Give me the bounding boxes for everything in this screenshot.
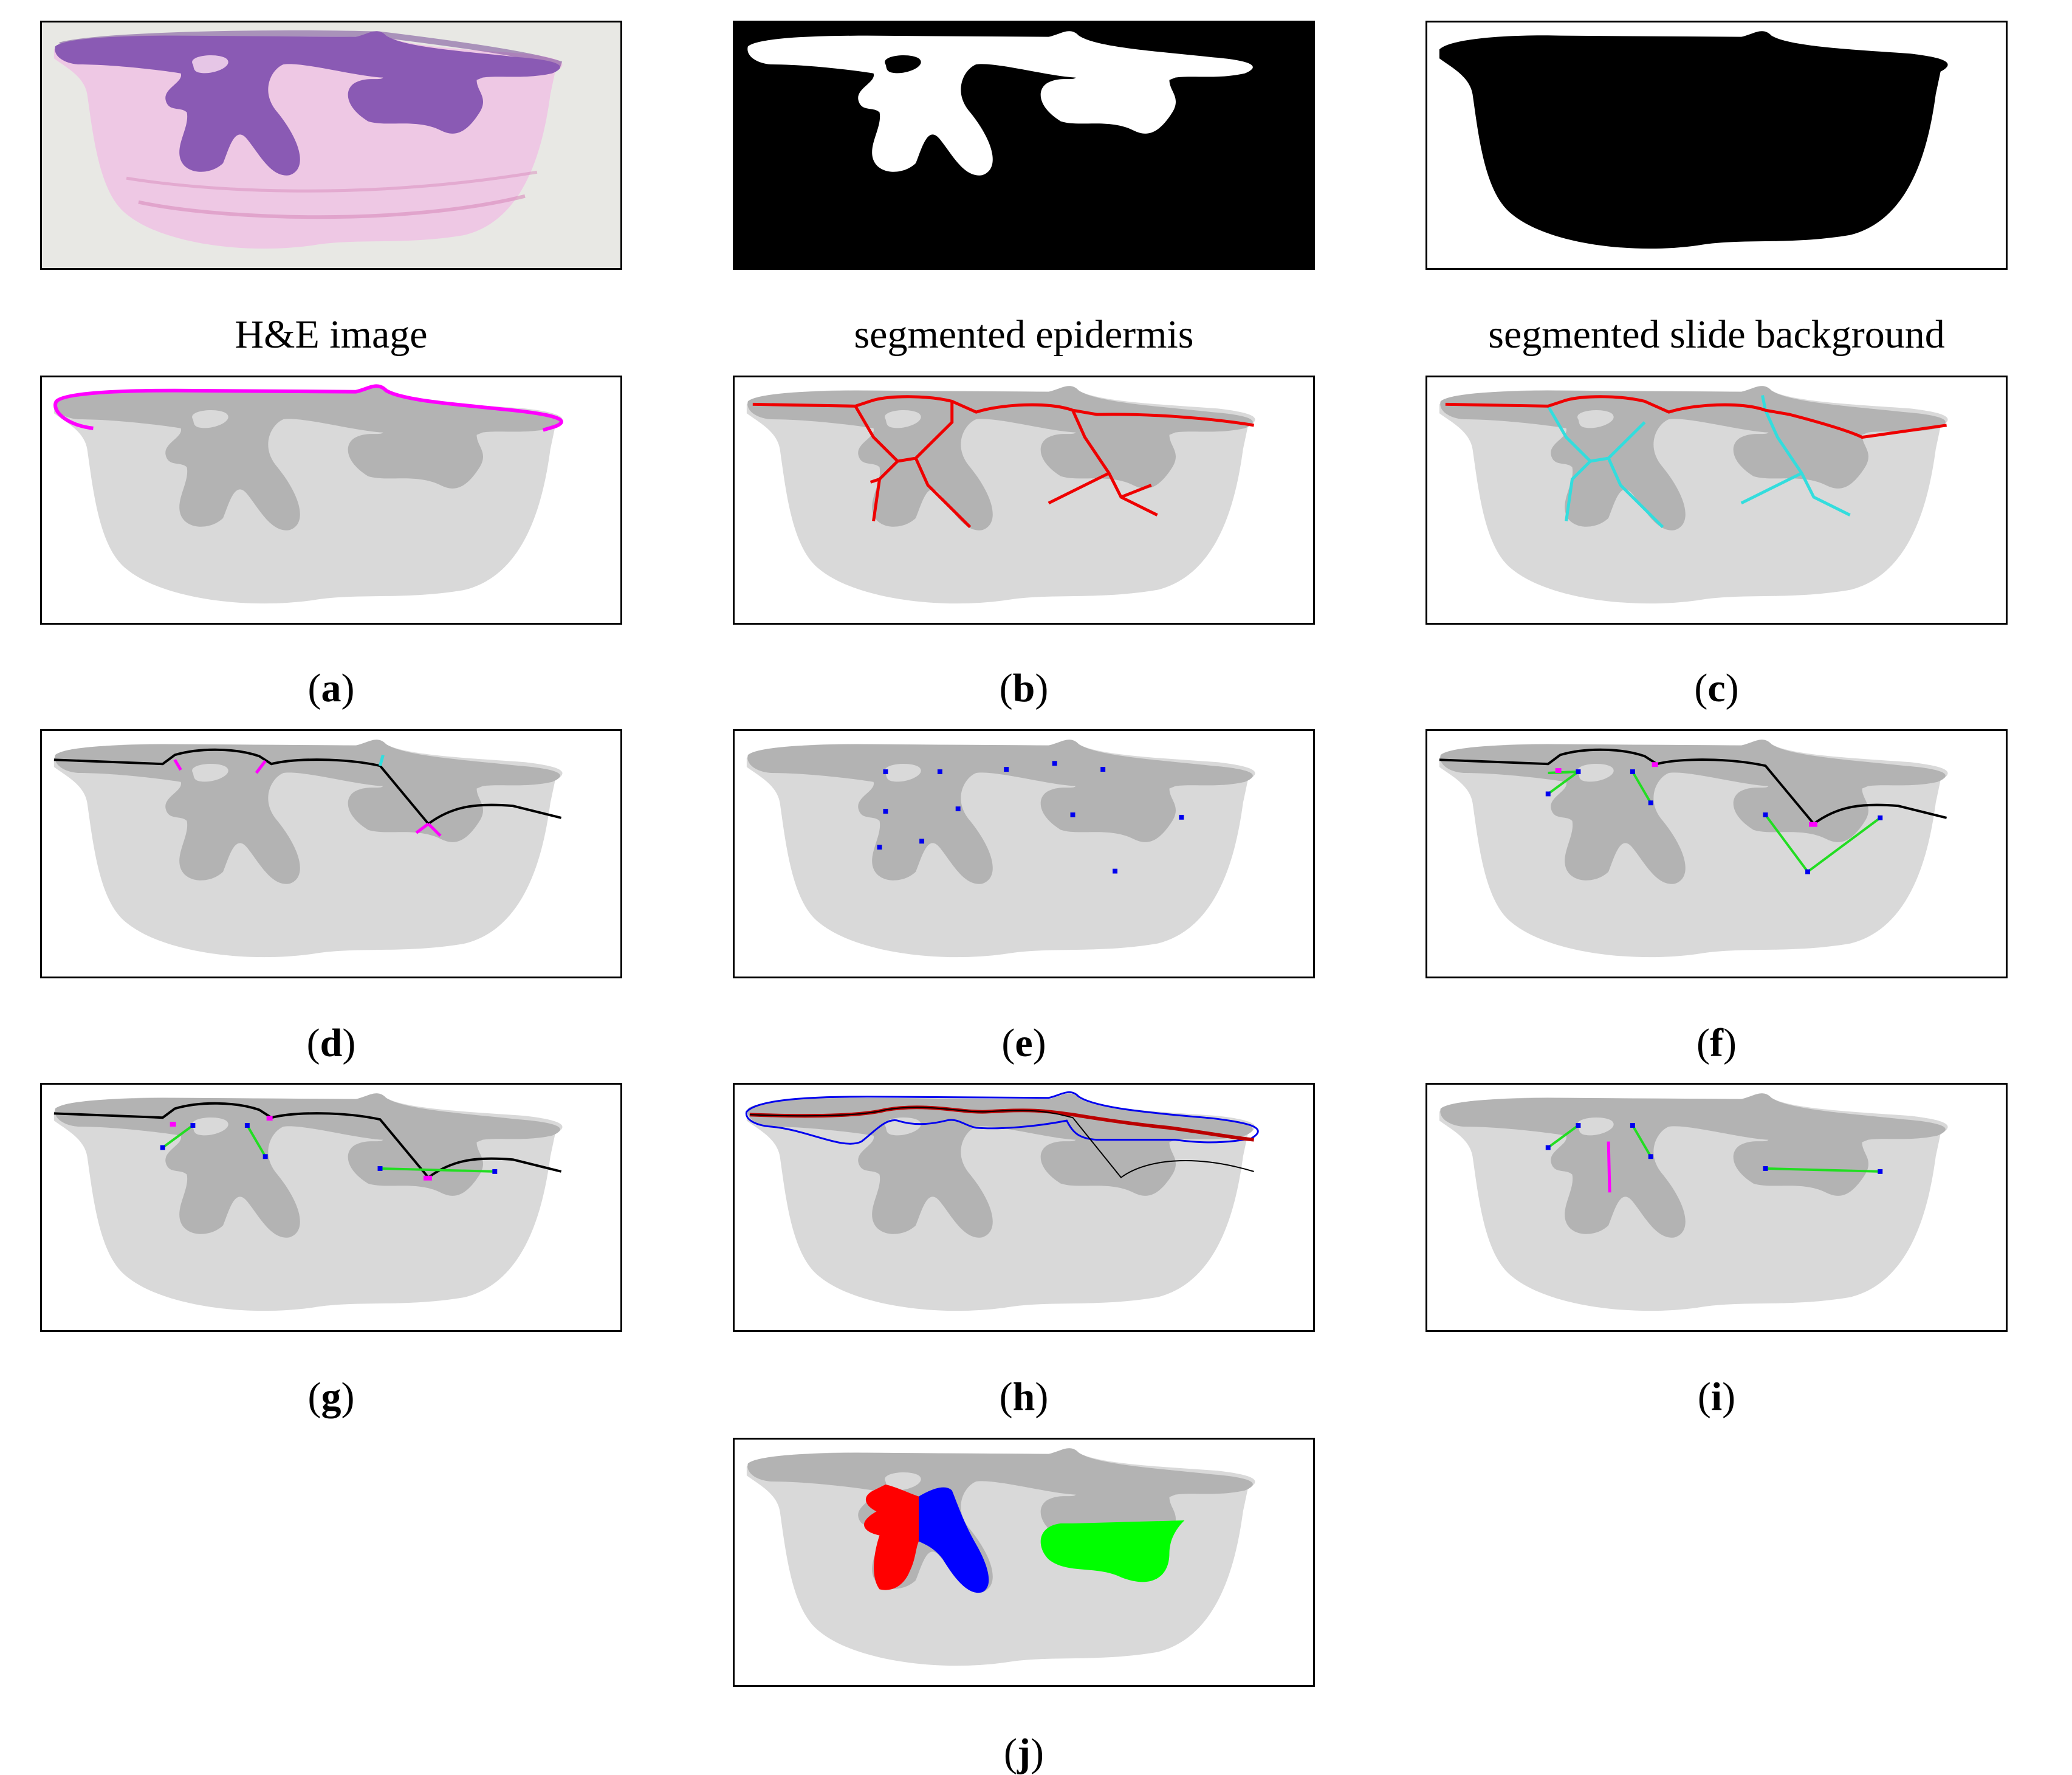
split-marker — [1607, 1141, 1611, 1193]
key-points — [160, 1123, 498, 1174]
panel-d — [40, 729, 622, 978]
panel-g — [40, 1083, 622, 1332]
caption-j: (j) — [1004, 1731, 1044, 1775]
panel-b — [733, 376, 1315, 625]
branch-marker — [379, 754, 385, 766]
region-middle — [919, 1487, 989, 1593]
panel-c — [1425, 376, 2008, 625]
he-image-panel — [40, 21, 622, 270]
caption-a: (a) — [307, 666, 355, 710]
cut-markers — [173, 759, 442, 837]
segmented-epidermis-panel — [733, 21, 1315, 270]
caption-he-image: H&E image — [235, 312, 428, 357]
outer-boundary-line — [53, 384, 563, 432]
panel-a — [40, 376, 622, 625]
panel-j — [733, 1438, 1315, 1687]
main-path-line — [1445, 395, 1947, 439]
connector-lines — [1547, 1124, 1881, 1173]
panel-f — [1425, 729, 2008, 978]
caption-g: (g) — [307, 1375, 355, 1419]
caption-b: (b) — [999, 666, 1049, 710]
segmented-background-panel — [1425, 21, 2008, 270]
key-points — [877, 761, 1184, 874]
connector-lines — [162, 1124, 495, 1173]
cut-markers — [1555, 762, 1817, 827]
caption-e: (e) — [1001, 1021, 1046, 1065]
caption-segmented-background: segmented slide background — [1488, 312, 1945, 357]
shortest-path-line — [53, 1102, 562, 1179]
shortest-path-line — [1439, 748, 1947, 826]
panel-h — [733, 1083, 1315, 1332]
shortest-path-line — [53, 748, 562, 826]
key-points — [1545, 1123, 1883, 1174]
caption-h: (h) — [999, 1375, 1049, 1419]
cut-markers — [170, 1116, 432, 1181]
region-left — [864, 1484, 919, 1590]
caption-segmented-epidermis: segmented epidermis — [854, 312, 1194, 357]
region-right — [1040, 1520, 1185, 1582]
caption-f: (f) — [1696, 1021, 1737, 1065]
key-points — [1545, 769, 1883, 874]
connector-lines — [1547, 771, 1881, 873]
caption-i: (i) — [1697, 1375, 1736, 1419]
skeleton-lines — [752, 395, 1255, 529]
boundary-outline — [745, 1091, 1259, 1145]
reference-line — [749, 1107, 1254, 1179]
caption-c: (c) — [1694, 666, 1739, 710]
panel-e — [733, 729, 1315, 978]
panel-i — [1425, 1083, 2008, 1332]
branch-lines — [1546, 395, 1851, 529]
caption-d: (d) — [306, 1021, 356, 1065]
